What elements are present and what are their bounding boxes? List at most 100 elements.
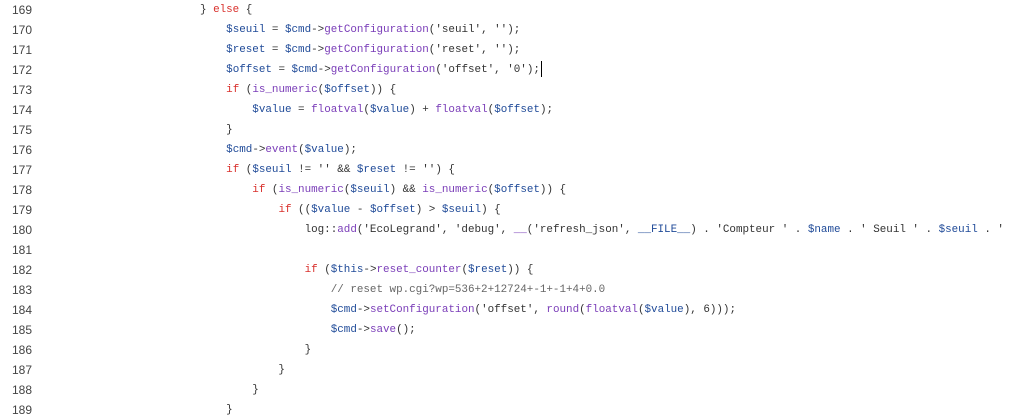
code-line[interactable]: 182 if ($this->reset_counter($reset)) { <box>0 260 1016 280</box>
variable-token: $value <box>369 104 410 116</box>
code-content[interactable]: if (($value - $offset) > $seuil) { <box>200 200 500 220</box>
code-line[interactable]: 186 } <box>0 340 1016 360</box>
line-number: 177 <box>12 163 33 177</box>
code-line[interactable]: 178 if (is_numeric($seuil) && is_numeric… <box>0 180 1016 200</box>
keyword-token: if <box>252 184 266 196</box>
variable-token: $offset <box>324 84 370 96</box>
code-line[interactable]: 171 $reset = $cmd->getConfiguration('res… <box>0 40 1016 60</box>
variable-token: $offset <box>226 64 272 76</box>
code-text <box>200 184 252 196</box>
code-line[interactable]: 188 } <box>0 380 1016 400</box>
code-line[interactable]: 187 } <box>0 360 1016 380</box>
variable-token: $offset <box>494 184 540 196</box>
line-number: 185 <box>12 323 33 337</box>
code-content[interactable]: $cmd->event($value); <box>200 140 357 160</box>
code-text: ('EcoLegrand', 'debug', <box>356 224 514 236</box>
line-number: 172 <box>12 63 33 77</box>
code-text: )) { <box>507 264 534 276</box>
code-text: ( <box>317 84 325 96</box>
variable-token: $value <box>252 104 292 116</box>
code-line[interactable]: 169} else { <box>0 0 1016 20</box>
variable-token: $reset <box>226 44 266 56</box>
code-text: ), 6))); <box>683 304 737 316</box>
code-text: -> <box>311 44 325 56</box>
line-number: 170 <box>12 23 33 37</box>
code-line[interactable]: 172 $offset = $cmd->getConfiguration('of… <box>0 60 1016 80</box>
code-content[interactable]: $value = floatval($value) + floatval($of… <box>200 100 553 120</box>
code-line[interactable]: 181 <box>0 240 1016 260</box>
code-line[interactable]: 176 $cmd->event($value); <box>0 140 1016 160</box>
function-token: reset_counter <box>376 264 462 276</box>
code-text: = <box>291 104 312 116</box>
code-content[interactable]: $cmd->setConfiguration('offset', round(f… <box>200 300 736 320</box>
function-token: floatval <box>435 104 488 116</box>
code-line[interactable]: 177 if ($seuil != '' && $reset != '') { <box>0 160 1016 180</box>
code-text <box>200 304 331 316</box>
code-text: )) { <box>369 84 397 96</box>
code-content[interactable]: if ($seuil != '' && $reset != '') { <box>200 160 455 180</box>
variable-token: $this <box>330 264 364 276</box>
code-content[interactable]: } else { <box>200 0 252 20</box>
code-text: != '') { <box>396 164 455 176</box>
code-line[interactable]: 175 } <box>0 120 1016 140</box>
code-text: = <box>265 24 285 36</box>
code-text: ( <box>317 264 331 276</box>
code-content[interactable]: if (is_numeric($offset)) { <box>200 80 396 100</box>
code-text: ('offset', '0'); <box>435 64 540 76</box>
variable-token: $cmd <box>284 24 312 36</box>
function-token: add <box>337 224 357 236</box>
code-content[interactable]: $seuil = $cmd->getConfiguration('seuil',… <box>200 20 520 40</box>
code-text <box>200 324 331 336</box>
code-content[interactable]: $cmd->save(); <box>200 320 416 340</box>
code-line[interactable]: 184 $cmd->setConfiguration('offset', rou… <box>0 300 1016 320</box>
function-token: __ <box>513 224 527 236</box>
code-text: } <box>200 364 285 376</box>
code-content[interactable]: } <box>200 380 259 400</box>
function-token: is_numeric <box>278 184 344 196</box>
code-text: ( <box>265 184 279 196</box>
code-line[interactable]: 170 $seuil = $cmd->getConfiguration('seu… <box>0 20 1016 40</box>
code-text: = <box>265 44 285 56</box>
code-text: { <box>239 4 253 16</box>
code-text: )) { <box>539 184 567 196</box>
code-content[interactable]: } <box>200 360 285 380</box>
code-text: . ' Seuil ' . <box>840 224 939 236</box>
code-text: log:: <box>200 224 338 236</box>
code-text: != '' && <box>291 164 357 176</box>
code-content[interactable]: if ($this->reset_counter($reset)) { <box>200 260 534 280</box>
code-content[interactable]: $reset = $cmd->getConfiguration('reset',… <box>200 40 520 60</box>
code-content[interactable]: if (is_numeric($seuil) && is_numeric($of… <box>200 180 566 200</box>
code-text: ( <box>579 304 586 316</box>
code-content[interactable]: $offset = $cmd->getConfiguration('offset… <box>200 60 542 80</box>
code-line[interactable]: 189 } <box>0 400 1016 420</box>
code-content[interactable]: } <box>200 400 233 420</box>
code-line[interactable]: 173 if (is_numeric($offset)) { <box>0 80 1016 100</box>
keyword-token: if <box>278 204 292 216</box>
code-line[interactable]: 185 $cmd->save(); <box>0 320 1016 340</box>
line-number: 178 <box>12 183 33 197</box>
code-text <box>200 284 331 296</box>
line-number: 174 <box>12 103 33 117</box>
code-text: -> <box>356 324 370 336</box>
function-token: save <box>369 324 397 336</box>
code-line[interactable]: 179 if (($value - $offset) > $seuil) { <box>0 200 1016 220</box>
code-text <box>200 64 226 76</box>
variable-token: $seuil <box>938 224 978 236</box>
variable-token: $seuil <box>350 184 390 196</box>
line-number: 184 <box>12 303 33 317</box>
function-token: floatval <box>311 104 364 116</box>
code-line[interactable]: 183 // reset wp.cgi?wp=536+2+12724+-1+-1… <box>0 280 1016 300</box>
function-token: floatval <box>585 304 638 316</box>
code-content[interactable]: // reset wp.cgi?wp=536+2+12724+-1+-1+4+0… <box>200 280 606 300</box>
variable-token: $value <box>311 204 351 216</box>
code-content[interactable]: } <box>200 340 312 360</box>
code-line[interactable]: 180 log::add('EcoLegrand', 'debug', __('… <box>0 220 1016 240</box>
code-text: ( <box>487 104 495 116</box>
code-text <box>200 84 226 96</box>
code-line[interactable]: 174 $value = floatval($value) + floatval… <box>0 100 1016 120</box>
code-content[interactable]: log::add('EcoLegrand', 'debug', __('refr… <box>200 220 1004 240</box>
code-content[interactable]: } <box>200 120 233 140</box>
code-text: ( <box>239 84 253 96</box>
code-text: ); <box>539 104 554 116</box>
